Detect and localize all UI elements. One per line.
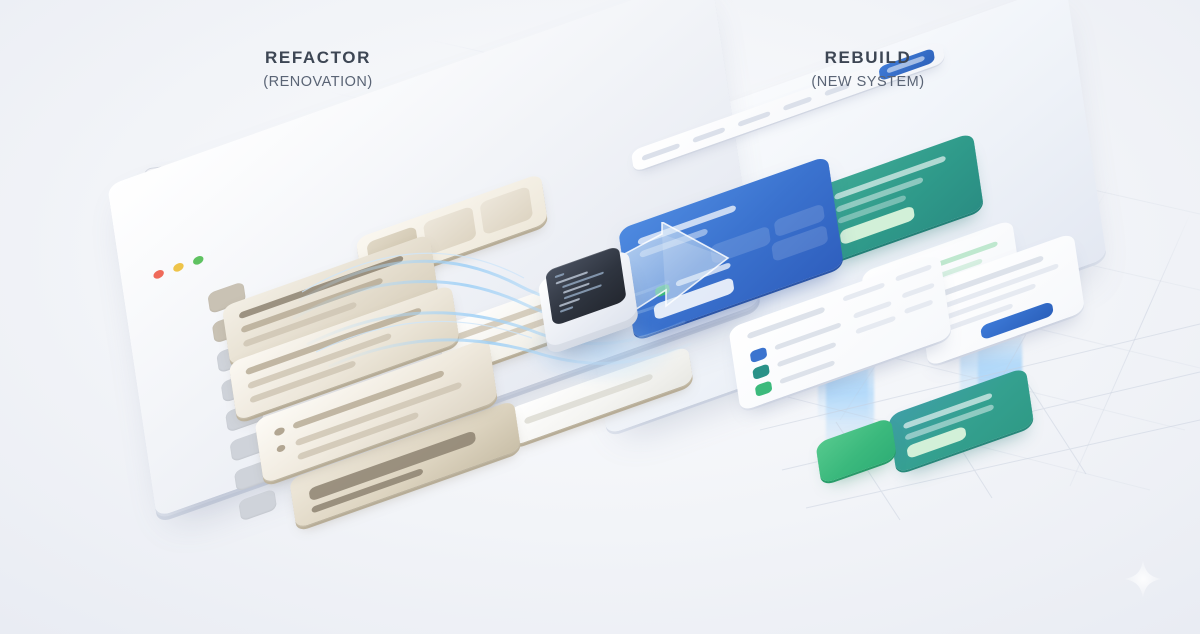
label-rebuild-sub: (NEW SYSTEM) [811,74,925,90]
list-dot-1 [749,346,768,364]
list-row-2-line-b [855,315,896,335]
nav-pill-3[interactable] [737,110,771,127]
label-refactor: REFACTOR (RENOVATION) [218,48,418,90]
legacy-tile-3[interactable] [479,185,534,236]
sidebar-item-8[interactable] [238,488,278,522]
label-rebuild-main: REBUILD [824,48,912,67]
list-header-line-2 [842,282,885,302]
label-refactor-sub: (RENOVATION) [263,74,373,90]
list-row-2-line-c [904,299,934,315]
legacy-3-dot-1 [273,426,286,437]
list-header-line-3 [895,264,932,282]
nav-pill-4[interactable] [782,95,812,111]
label-refactor-main: REFACTOR [265,48,371,67]
label-rebuild: REBUILD (NEW SYSTEM) [768,48,968,90]
detail-cta-button[interactable] [980,300,1054,341]
list-row-1-line-c [901,282,935,299]
list-dot-2 [752,363,770,381]
legacy-3-dot-2 [276,443,286,454]
sparkle-icon [1124,560,1162,598]
list-dot-3 [754,380,773,398]
chip-code-6 [558,297,581,308]
nav-pill-2[interactable] [692,126,726,143]
list-row-1-line-b [853,300,892,319]
chip-code-7 [559,306,574,313]
chip-code-1 [554,272,565,279]
